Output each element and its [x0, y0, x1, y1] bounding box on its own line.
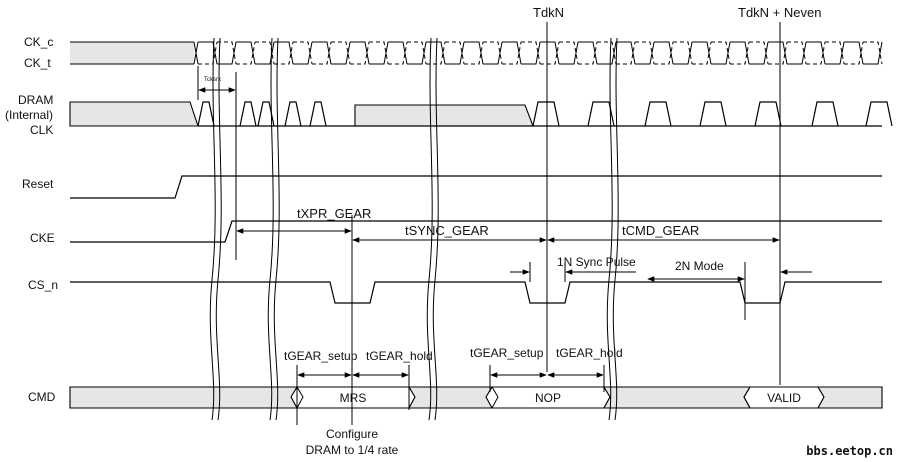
dram-clk-waveform	[69, 101, 893, 127]
configure-note-line1: Configure	[326, 427, 378, 441]
tcksrx-label: Tcksrx	[204, 77, 221, 83]
cmd-invalid-segment-1	[69, 386, 298, 409]
tgear-hold-2-label: tGEAR_hold	[556, 346, 623, 360]
cmd-valid-label: VALID	[767, 391, 801, 405]
dram-label-line3: CLK	[30, 123, 53, 137]
tsync-gear-label: tSYNC_GEAR	[405, 223, 489, 238]
dram-label-line2: (Internal)	[5, 108, 53, 122]
ck-clock-waveform	[70, 41, 883, 65]
txpr-gear-label: tXPR_GEAR	[297, 206, 371, 221]
dram-label-line1: DRAM	[18, 93, 53, 107]
reset-label: Reset	[22, 177, 54, 191]
cs-n-waveform	[70, 281, 882, 304]
tdkn-marker: TdkN	[533, 5, 564, 20]
cmd-invalid-segment-3	[603, 386, 751, 409]
tgear-hold-1-label: tGEAR_hold	[366, 349, 433, 363]
reference-lines	[197, 22, 781, 425]
cmd-mrs-label: MRS	[340, 391, 367, 405]
ck-c-label: CK_c	[24, 35, 53, 49]
tcmd-gear-label: tCMD_GEAR	[622, 223, 699, 238]
cke-waveform	[70, 220, 882, 243]
cmd-invalid-segment-4	[817, 386, 883, 409]
watermark: bbs.eetop.cn	[806, 444, 893, 458]
tgear-setup-1-label: tGEAR_setup	[284, 349, 358, 363]
cmd-label: CMD	[28, 390, 56, 404]
configure-note-line2: DRAM to 1/4 rate	[306, 443, 399, 457]
cke-label: CKE	[30, 231, 55, 245]
timing-arrows	[198, 87, 812, 378]
reset-waveform	[70, 175, 882, 199]
cmd-nop-label: NOP	[535, 391, 561, 405]
tdkn-neven-marker: TdkN + Neven	[738, 5, 821, 20]
time-break-lines	[209, 37, 619, 421]
cs-n-label: CS_n	[28, 278, 58, 292]
tgear-setup-2-label: tGEAR_setup	[470, 346, 544, 360]
mode-2n-label: 2N Mode	[675, 259, 724, 273]
ck-t-label: CK_t	[24, 56, 51, 70]
cmd-bus	[69, 386, 883, 409]
cmd-invalid-segment-2	[408, 386, 493, 409]
sync-pulse-label: 1N Sync Pulse	[557, 255, 636, 269]
